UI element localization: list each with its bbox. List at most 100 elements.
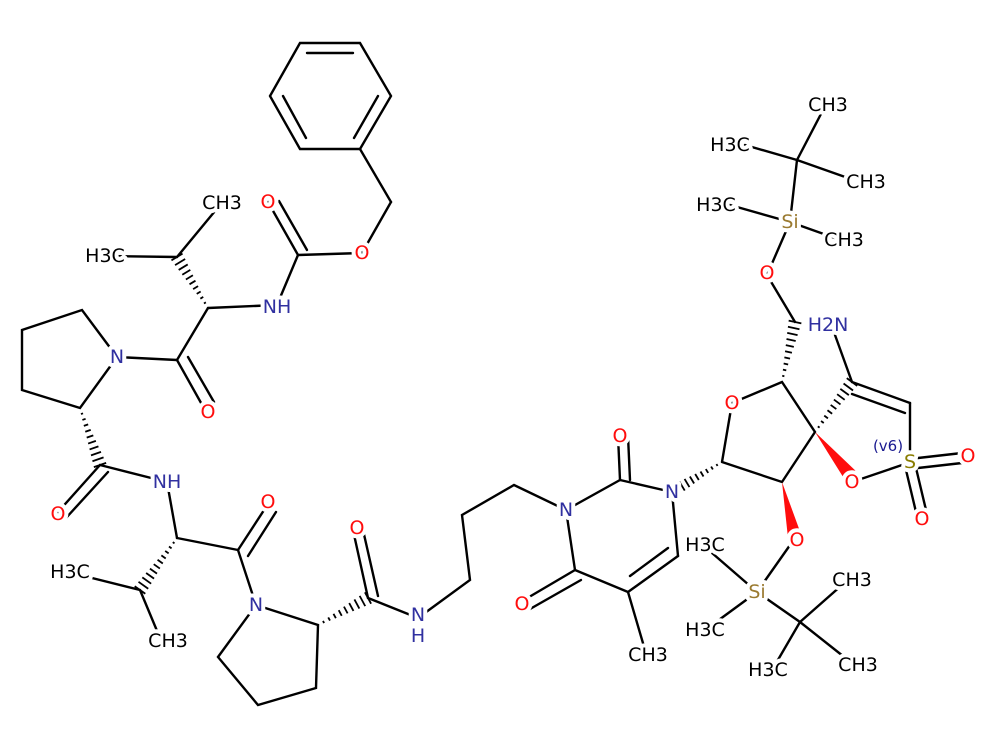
- hash-line: [203, 301, 207, 305]
- atom-labels: O O NH CH3 H3C N O O NH H3C CH3 O N O N …: [46, 90, 979, 685]
- hash-line: [83, 423, 89, 427]
- atom-ch3: CH3: [808, 94, 848, 116]
- hash-line: [337, 609, 343, 617]
- hash-line: [678, 480, 686, 492]
- hash-line: [353, 599, 361, 609]
- hash-line: [683, 478, 691, 488]
- proline-ring-2: [216, 603, 320, 707]
- atom-n-proline-2: N: [249, 594, 263, 616]
- furanose-ring: [720, 380, 817, 484]
- atom-o-tbs1: O: [760, 262, 775, 284]
- hash-line: [667, 485, 677, 499]
- atom-o-ester: O: [355, 242, 370, 264]
- hash-line: [710, 466, 714, 470]
- hash-line: [192, 285, 199, 290]
- hash-line: [358, 595, 367, 607]
- hash-line: [786, 338, 796, 342]
- hash-line: [784, 356, 791, 360]
- hash-line: [157, 559, 164, 565]
- atom-o4-thymine: O: [515, 593, 530, 615]
- atom-si-tbs1: Si: [781, 211, 798, 233]
- hash-line: [823, 414, 829, 420]
- proline-ring-1: [20, 308, 119, 410]
- atom-o-sulfonyl: O: [961, 445, 976, 467]
- hashed-wedge-bond: [814, 377, 858, 434]
- atom-o-carbamate: O: [261, 191, 276, 213]
- hash-line: [178, 263, 189, 271]
- atom-ch3: CH3: [846, 171, 886, 193]
- hash-line: [785, 344, 794, 348]
- atom-ch3: CH3: [148, 630, 188, 652]
- hash-line: [783, 362, 789, 366]
- hash-line: [830, 404, 837, 410]
- atom-o-ring: O: [725, 392, 740, 414]
- atom-h3c: H3C: [685, 619, 725, 641]
- hash-line: [153, 563, 161, 570]
- hash-line: [174, 258, 186, 266]
- hashed-wedge-bond: [134, 536, 178, 595]
- hash-line: [80, 412, 84, 415]
- hash-line: [90, 450, 102, 457]
- benzene-ring: [268, 41, 393, 151]
- hash-line: [715, 463, 719, 467]
- hash-line: [699, 471, 705, 477]
- hash-line: [820, 420, 825, 424]
- atom-n3-thymine: N: [665, 481, 679, 503]
- hash-line: [673, 483, 681, 495]
- atom-n-amide: N: [411, 604, 425, 626]
- atom-o-amide: O: [201, 401, 216, 423]
- hash-line: [322, 620, 325, 624]
- atom-s: S: [904, 451, 916, 473]
- hash-line: [168, 545, 173, 550]
- hash-line: [694, 473, 700, 481]
- atom-o-tbs2: O: [790, 529, 805, 551]
- hash-line: [145, 572, 155, 580]
- atom-ch3: CH3: [832, 569, 872, 591]
- atom-o-amide: O: [261, 491, 276, 513]
- atom-ch3: CH3: [202, 192, 242, 214]
- hash-line: [199, 296, 204, 300]
- hash-line: [348, 602, 355, 612]
- hash-line: [332, 613, 337, 619]
- hash-line: [843, 382, 854, 392]
- atom-o-sultone: O: [845, 471, 860, 493]
- hash-line: [172, 541, 176, 545]
- atom-ch3-thymine: CH3: [628, 644, 668, 666]
- hash-line: [189, 279, 196, 286]
- hash-line: [787, 325, 800, 331]
- hash-line: [836, 393, 846, 401]
- hash-line: [705, 468, 709, 474]
- hash-line: [84, 428, 92, 433]
- hashed-wedge-bond: [667, 461, 724, 499]
- hash-line: [141, 576, 152, 585]
- atom-h3c: H3C: [50, 561, 90, 583]
- atom-o-sulfonyl: O: [915, 508, 930, 530]
- hash-line: [87, 439, 97, 445]
- hashed-wedge-bond: [170, 252, 209, 310]
- hash-line: [784, 350, 793, 354]
- hash-line: [689, 476, 695, 484]
- hash-line: [164, 550, 170, 555]
- hashed-wedge-bond: [79, 406, 107, 469]
- bonds: [20, 41, 964, 707]
- hash-line: [839, 388, 850, 396]
- hash-line: [149, 567, 158, 575]
- hash-line: [137, 581, 149, 590]
- atom-h3c: H3C: [710, 134, 750, 156]
- hash-line: [82, 417, 86, 421]
- hash-line: [196, 290, 202, 295]
- hash-line: [89, 445, 99, 451]
- valence-note: (v6): [873, 437, 903, 455]
- hash-line: [782, 368, 787, 372]
- hash-line: [185, 274, 194, 281]
- atom-nh-amide: NH: [153, 471, 182, 493]
- atom-o2-thymine: O: [613, 425, 628, 447]
- solid-wedge-bond: [815, 432, 856, 480]
- hash-line: [160, 554, 167, 560]
- atom-h3c: H3C: [748, 659, 788, 681]
- atom-nh-carbamate: NH: [263, 296, 292, 318]
- atom-h-amide: H: [411, 625, 425, 647]
- atom-o-amide: O: [350, 517, 365, 539]
- hash-line: [92, 456, 104, 463]
